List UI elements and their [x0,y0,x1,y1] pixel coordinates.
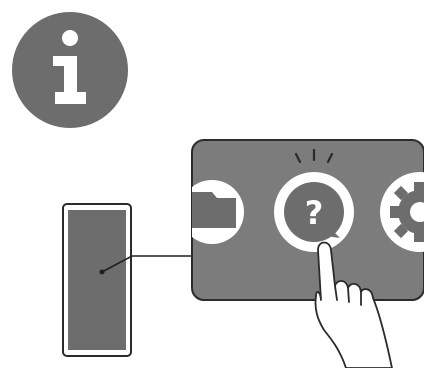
app-help[interactable]: ? [274,172,354,252]
help-icon: ? [284,182,344,242]
phone-screen [68,210,126,350]
phone-icon [63,204,131,356]
app-folder[interactable] [180,180,244,244]
svg-text:?: ? [305,194,324,232]
info-badge [12,12,128,128]
zoom-panel: ? [180,140,424,300]
